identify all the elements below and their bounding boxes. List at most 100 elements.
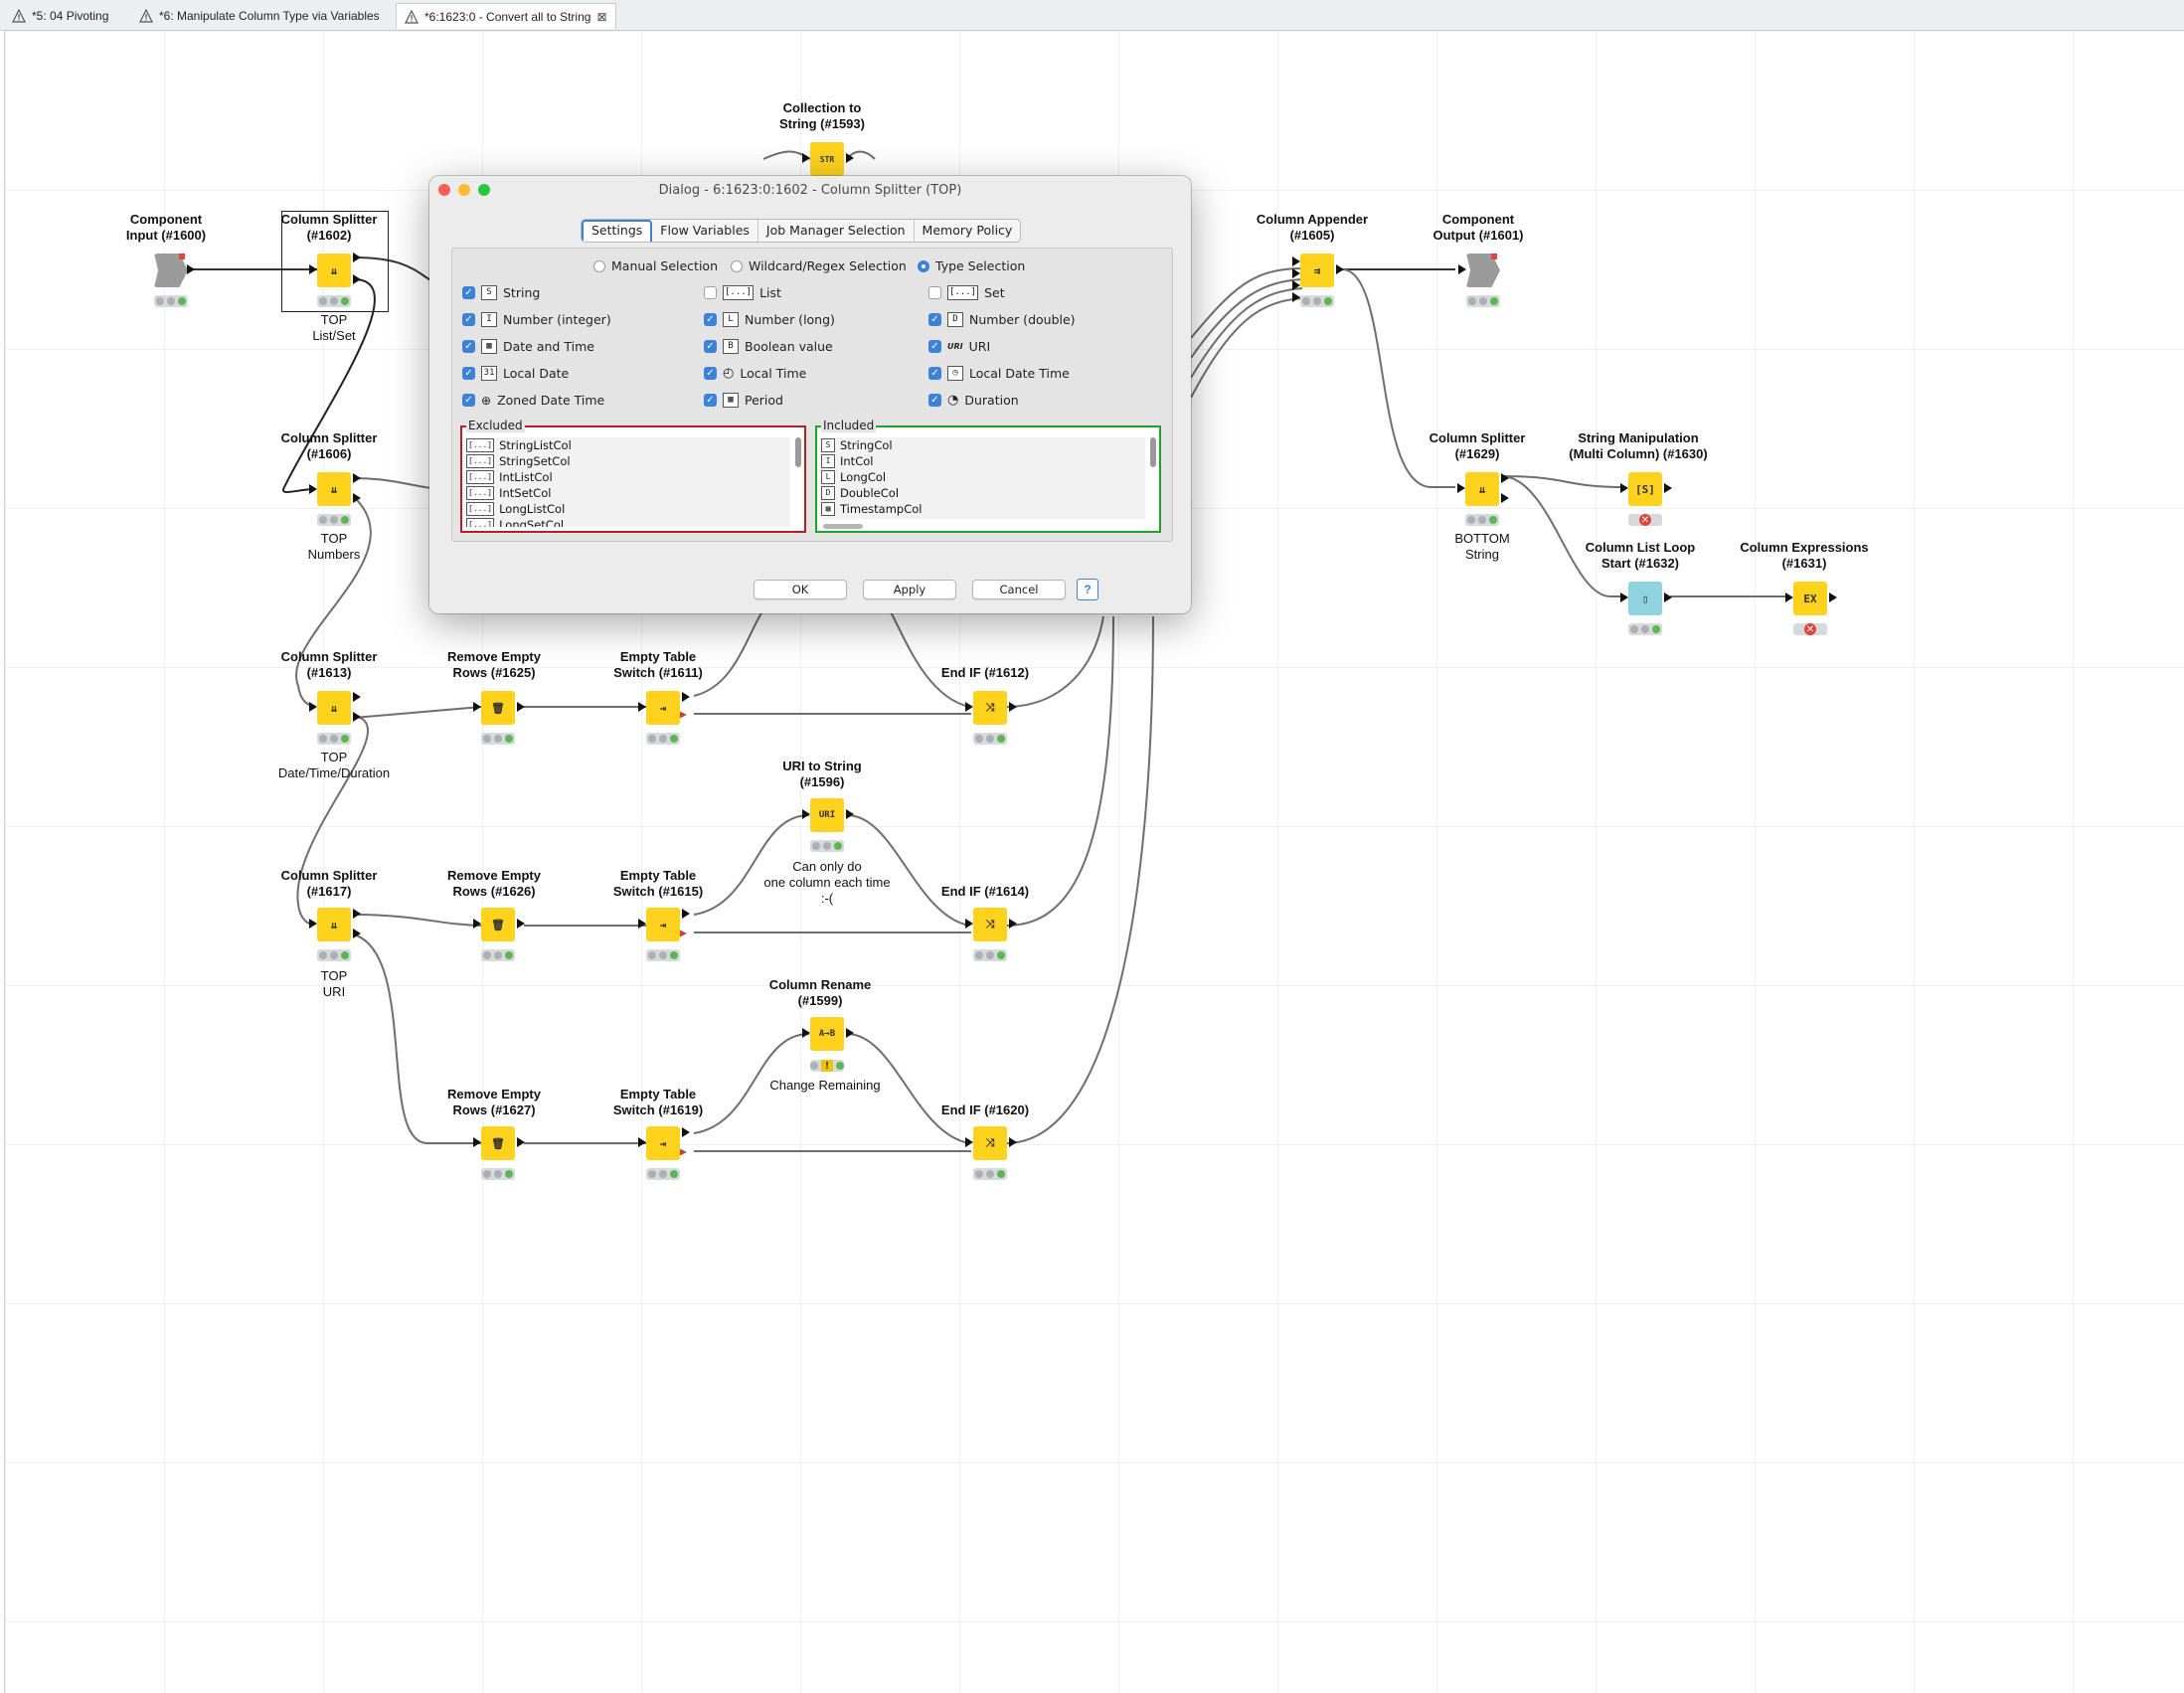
empty-table-switch-icon[interactable]: ⇥: [646, 1126, 680, 1160]
output-port-icon[interactable]: [1829, 593, 1837, 602]
output-port-icon[interactable]: [353, 473, 361, 483]
input-port-icon[interactable]: [473, 1137, 481, 1147]
type-zoned-date-time-checkbox[interactable]: ✓⊕Zoned Date Time: [462, 393, 604, 408]
input-port-icon[interactable]: [1292, 292, 1300, 302]
end-if-icon[interactable]: ⤨: [973, 1126, 1007, 1160]
input-port-icon[interactable]: [309, 919, 317, 929]
close-tab-icon[interactable]: ⊠: [596, 9, 607, 24]
column-splitter-icon[interactable]: ⇊: [317, 908, 351, 941]
close-window-icon[interactable]: [438, 184, 450, 196]
input-port-icon[interactable]: [802, 1028, 810, 1038]
tab-convert-all-to-string[interactable]: *6:1623:0 - Convert all to String ⊠: [396, 3, 616, 29]
dialog-titlebar[interactable]: Dialog - 6:1623:0:1602 - Column Splitter…: [429, 176, 1191, 204]
input-port-icon[interactable]: [1458, 264, 1466, 274]
manual-selection-radio[interactable]: Manual Selection: [593, 258, 718, 273]
type-list-checkbox[interactable]: [...]List: [704, 285, 781, 300]
empty-table-switch-icon[interactable]: ⇥: [646, 691, 680, 725]
output-port-icon[interactable]: [517, 702, 525, 712]
input-port-icon[interactable]: [638, 702, 646, 712]
type-selection-radio[interactable]: Type Selection: [918, 258, 1025, 273]
input-port-icon[interactable]: [965, 702, 973, 712]
string-manipulation-icon[interactable]: [S]: [1628, 472, 1662, 506]
column-expressions-icon[interactable]: EX: [1793, 582, 1827, 615]
list-item[interactable]: [...]StringSetCol: [466, 454, 571, 468]
minimize-window-icon[interactable]: [458, 184, 470, 196]
tab-job-manager-selection[interactable]: Job Manager Selection: [758, 220, 915, 242]
wildcard-regex-selection-radio[interactable]: Wildcard/Regex Selection: [731, 258, 907, 273]
input-port-icon[interactable]: [1292, 256, 1300, 266]
output-port-icon[interactable]: [1009, 702, 1017, 712]
output-port-icon[interactable]: [1009, 1137, 1017, 1147]
type-local-time-checkbox[interactable]: ✓◴Local Time: [704, 366, 806, 381]
input-port-icon[interactable]: [965, 919, 973, 929]
output-port-icon[interactable]: [1336, 264, 1344, 274]
type-duration-checkbox[interactable]: ✓◔Duration: [928, 393, 1019, 408]
list-item[interactable]: [...]IntSetCol: [466, 486, 552, 500]
output-port-icon[interactable]: [353, 274, 361, 284]
output-port-icon[interactable]: [1664, 593, 1672, 602]
output-port-icon[interactable]: [846, 809, 854, 819]
output-port-icon[interactable]: [517, 1137, 525, 1147]
collection-to-string-icon[interactable]: STR: [810, 142, 844, 176]
output-port-icon[interactable]: [846, 153, 854, 163]
input-port-icon[interactable]: [1457, 483, 1465, 493]
included-scrollbar[interactable]: [1150, 437, 1156, 467]
output-port-icon[interactable]: [353, 712, 361, 722]
column-splitter-icon[interactable]: ⇊: [317, 691, 351, 725]
output-port-icon[interactable]: [353, 692, 361, 702]
input-port-icon[interactable]: [802, 153, 810, 163]
included-horizontal-scrollbar[interactable]: [823, 524, 863, 529]
end-if-icon[interactable]: ⤨: [973, 691, 1007, 725]
output-port-icon[interactable]: [1664, 483, 1672, 493]
input-port-icon[interactable]: [473, 919, 481, 929]
tab-flow-variables[interactable]: Flow Variables: [652, 220, 758, 242]
input-port-icon[interactable]: [638, 1137, 646, 1147]
input-port-icon[interactable]: [1620, 593, 1628, 602]
tab-settings[interactable]: Settings: [582, 220, 653, 242]
output-port-icon[interactable]: [517, 919, 525, 929]
trash-icon[interactable]: 🗑: [481, 1126, 515, 1160]
input-port-icon[interactable]: [1292, 280, 1300, 290]
input-port-icon[interactable]: [473, 702, 481, 712]
tab-memory-policy[interactable]: Memory Policy: [922, 223, 1013, 238]
uri-to-string-icon[interactable]: URI: [810, 798, 844, 832]
input-port-icon[interactable]: [1785, 593, 1793, 602]
excluded-list[interactable]: Excluded [...]StringListCol [...]StringS…: [460, 419, 806, 533]
list-item[interactable]: [...]LongSetCol: [466, 517, 790, 527]
output-port-icon[interactable]: [353, 493, 361, 503]
output-port-icon[interactable]: [353, 909, 361, 919]
input-port-icon[interactable]: [802, 809, 810, 819]
input-port-icon[interactable]: [309, 702, 317, 712]
type-set-checkbox[interactable]: [...]Set: [928, 285, 1005, 300]
output-port-icon[interactable]: [353, 929, 361, 938]
input-port-icon[interactable]: [309, 264, 317, 274]
input-port-icon[interactable]: [965, 1137, 973, 1147]
output-port-icon[interactable]: [353, 253, 361, 262]
excluded-scrollbar[interactable]: [795, 437, 801, 467]
output-port-icon[interactable]: [187, 264, 195, 274]
output-port-icon[interactable]: [846, 1028, 854, 1038]
type-local-date-time-checkbox[interactable]: ✓◷Local Date Time: [928, 366, 1070, 381]
empty-table-switch-icon[interactable]: ⇥: [646, 908, 680, 941]
list-item[interactable]: ▦TimestampCol: [821, 501, 1145, 517]
column-appender-icon[interactable]: ⇉: [1300, 254, 1334, 287]
trash-icon[interactable]: 🗑: [481, 908, 515, 941]
list-item[interactable]: [...]IntListCol: [466, 470, 553, 484]
input-port-icon[interactable]: [1620, 483, 1628, 493]
column-rename-icon[interactable]: A→B: [810, 1017, 844, 1051]
input-port-icon[interactable]: [1292, 268, 1300, 278]
list-item[interactable]: [...]LongListCol: [466, 502, 566, 516]
help-icon[interactable]: ?: [1077, 579, 1098, 600]
output-port-icon[interactable]: [1501, 473, 1509, 483]
ok-button[interactable]: OK: [754, 580, 847, 599]
trash-icon[interactable]: 🗑: [481, 691, 515, 725]
apply-button[interactable]: Apply: [863, 580, 956, 599]
